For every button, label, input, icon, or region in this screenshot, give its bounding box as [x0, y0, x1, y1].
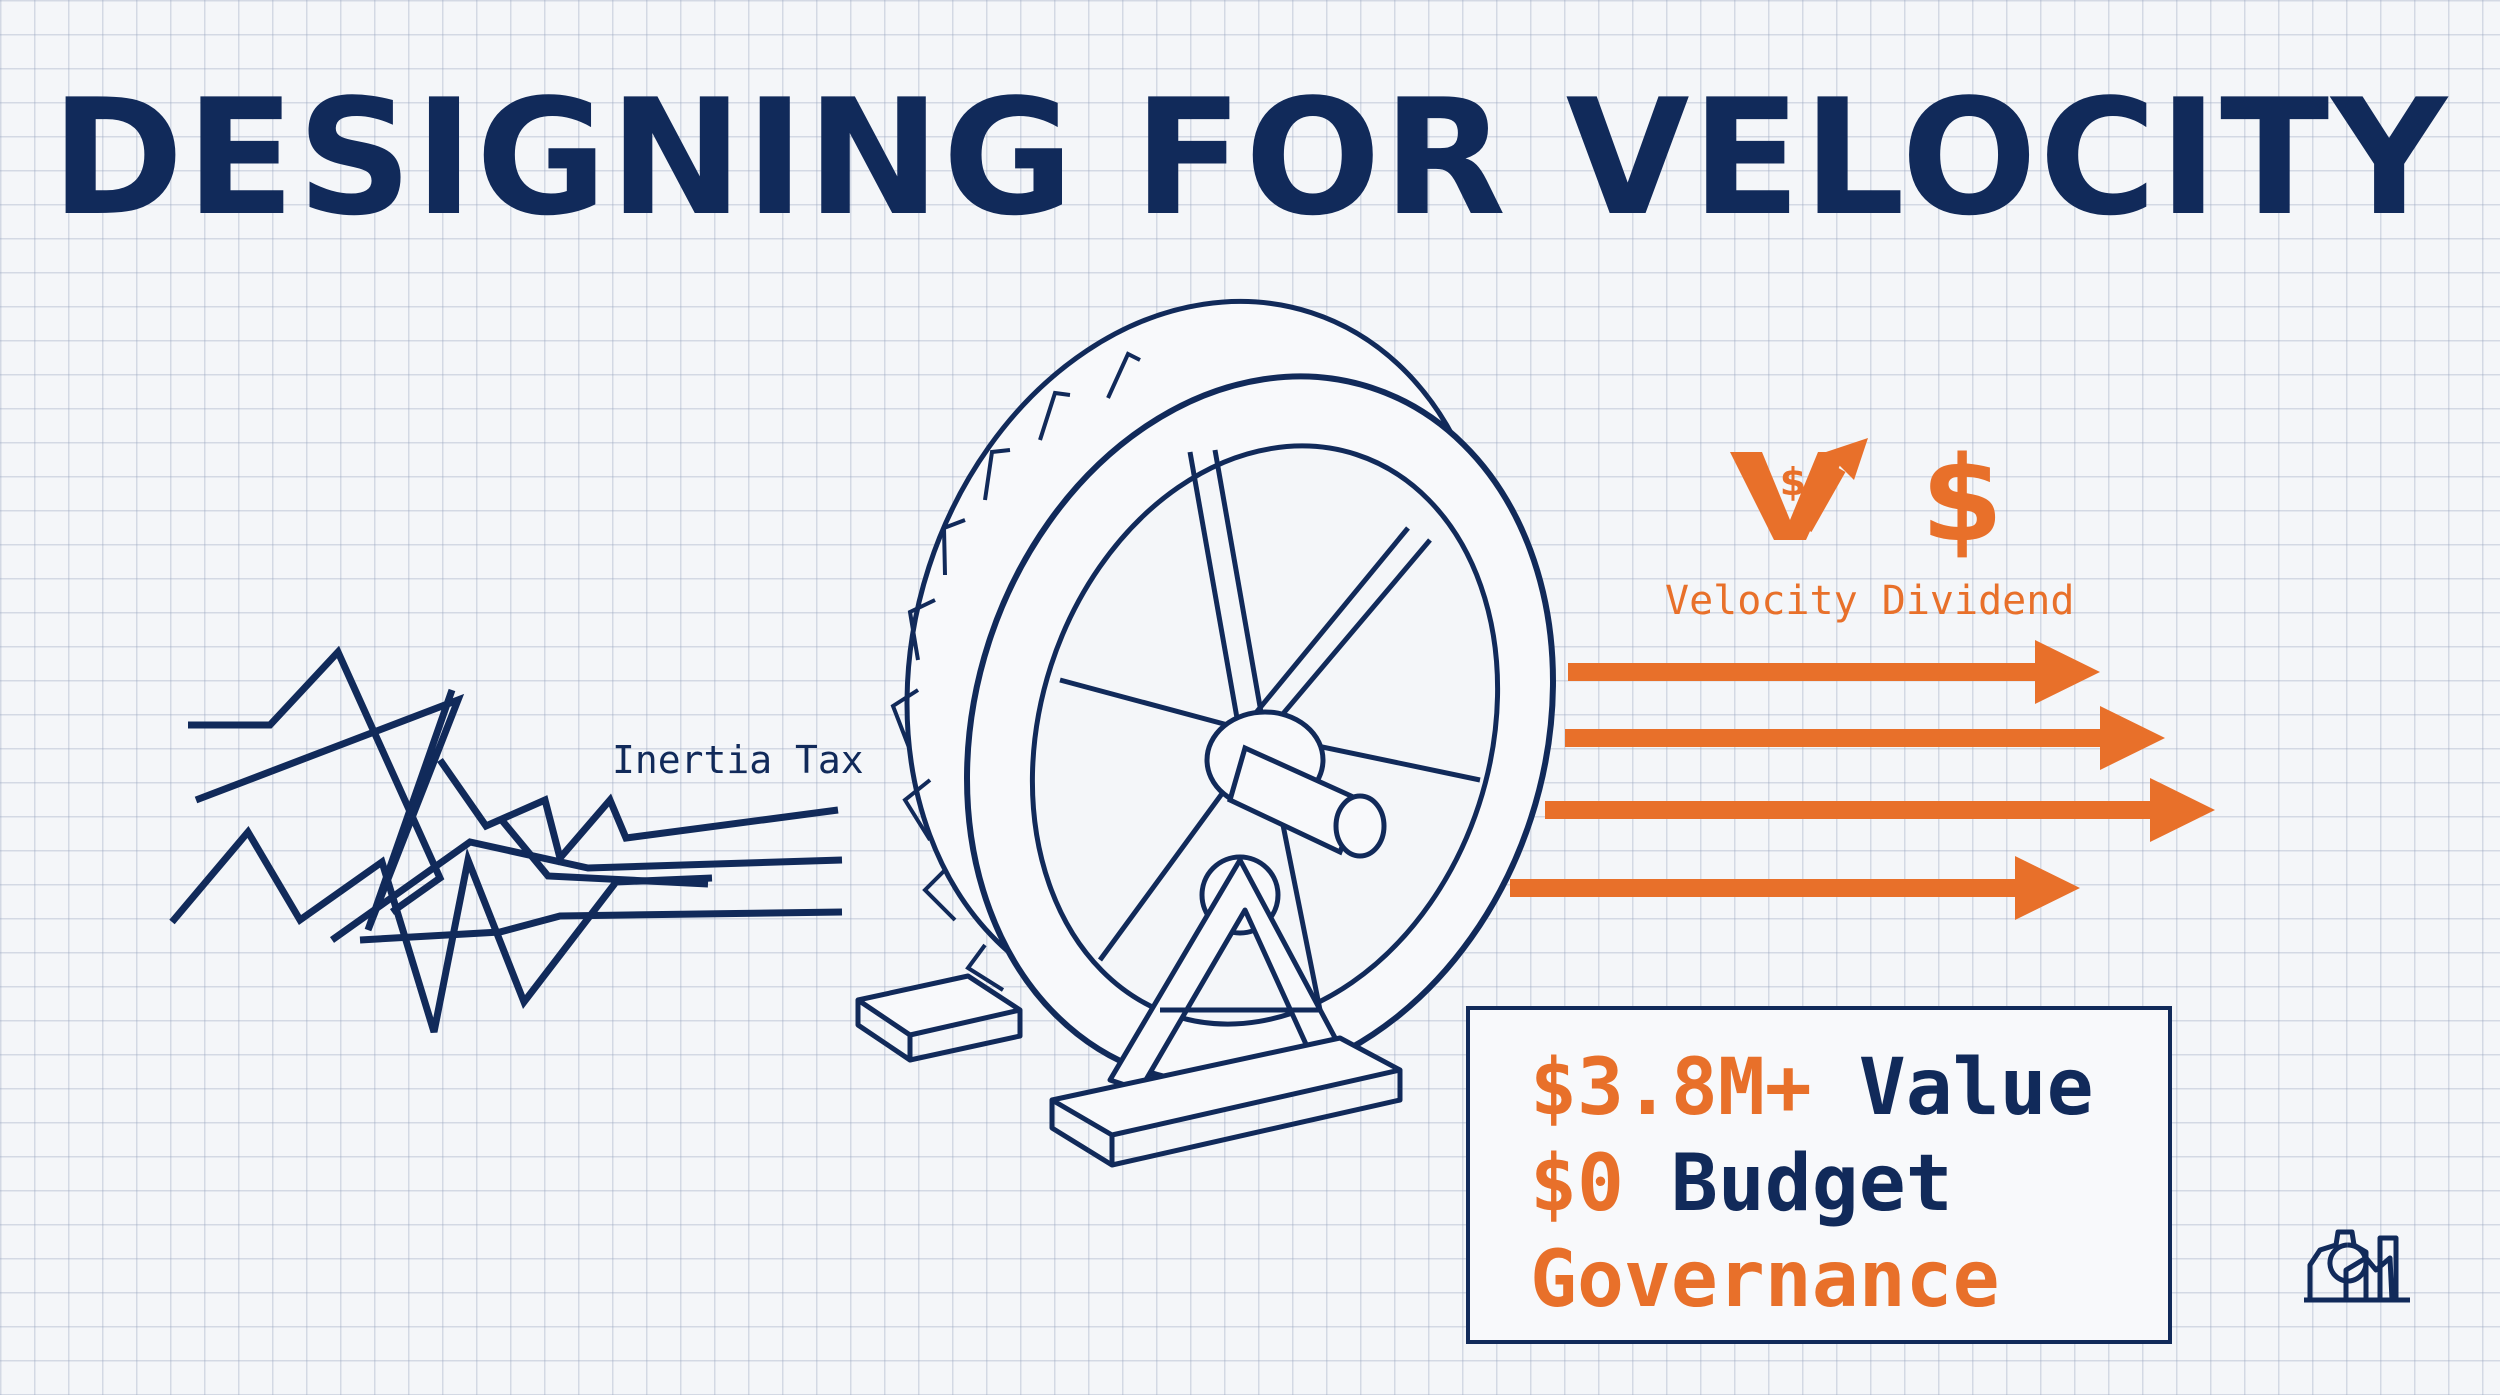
value-text: Value — [1858, 1043, 2094, 1133]
value-summary-box: $3.8M+ Value $0 Budget Governance — [1466, 1006, 2172, 1344]
dollar-icon: $ — [1921, 430, 2003, 568]
value-amount: $3.8M+ — [1530, 1043, 1812, 1133]
velocity-dividend-label: Velocity Dividend — [1665, 578, 2075, 624]
budget-text: Budget — [1670, 1139, 1953, 1229]
inertia-tax-label: Inertia Tax — [612, 738, 864, 782]
chaos-lines — [169, 645, 843, 1034]
budget-amount: $0 — [1530, 1139, 1624, 1229]
flywheel-stand — [855, 857, 1403, 1168]
page-title: DESIGNING FOR VELOCITY — [50, 64, 2450, 251]
output-arrows — [1510, 640, 2215, 920]
governance-line: Governance — [1530, 1232, 2168, 1328]
governance-text: Governance — [1530, 1235, 2000, 1325]
value-line: $3.8M+ Value — [1530, 1040, 2168, 1136]
flywheel — [890, 298, 1556, 1087]
velocity-dollar-arrow-icon: $ — [1730, 438, 1868, 540]
gear-factory-icon — [2304, 1229, 2410, 1303]
svg-text:$: $ — [1921, 430, 2003, 568]
budget-line: $0 Budget — [1530, 1136, 2168, 1232]
svg-text:$: $ — [1780, 460, 1806, 504]
